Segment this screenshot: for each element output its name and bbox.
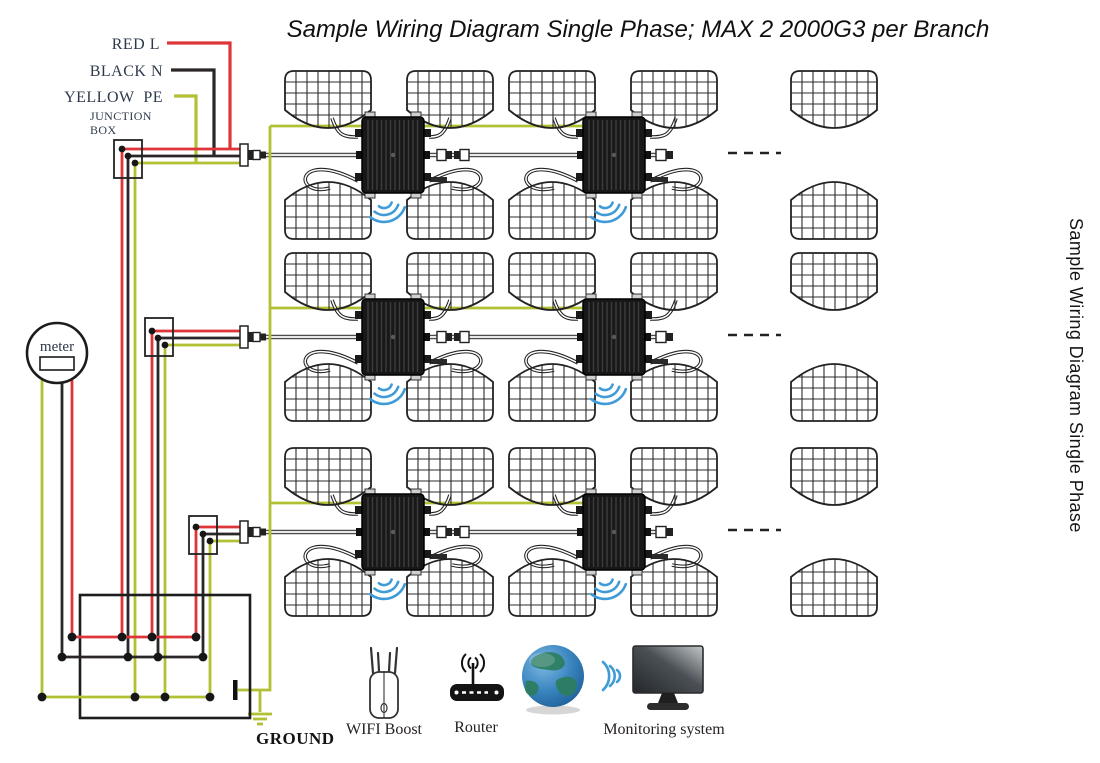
junction-box-label-2: BOX	[90, 123, 117, 137]
junction-box-label-1: JUNCTION	[90, 109, 152, 123]
pv-branch-row-3	[266, 448, 877, 616]
pv-branch-row-1	[266, 71, 877, 239]
wifi-signal-icon	[601, 660, 622, 692]
router-icon	[450, 653, 504, 701]
meter-label: meter	[40, 339, 74, 355]
meter: meter	[25, 321, 89, 697]
junction-box-2	[144, 317, 267, 697]
side-title: Sample Wiring Diagram Single Phase	[1066, 218, 1086, 533]
ground-terminal	[233, 680, 238, 700]
junction-box-3	[188, 515, 267, 697]
wifi-boost-label: WIFI Boost	[346, 721, 423, 738]
distribution-box	[37, 593, 252, 720]
legend-red-label: RED L	[112, 36, 160, 53]
wifi-booster-icon	[369, 646, 399, 719]
monitoring-system-label: Monitoring system	[603, 721, 725, 738]
ground-label: GROUND	[256, 729, 335, 748]
globe-icon	[522, 645, 584, 715]
pv-branch-row-2	[266, 253, 877, 421]
meter-display	[39, 356, 75, 371]
ground-symbol-icon	[248, 712, 272, 726]
page-title: Sample Wiring Diagram Single Phase; MAX …	[287, 16, 990, 43]
feed-lines	[167, 41, 232, 163]
junction-box-1	[113, 139, 267, 697]
router-label: Router	[454, 719, 498, 736]
monitor-icon	[632, 645, 704, 710]
legend-black-label: BLACK N	[90, 63, 163, 80]
ground-wire	[233, 126, 272, 726]
legend-yellow-label: YELLOW PE	[64, 89, 163, 106]
